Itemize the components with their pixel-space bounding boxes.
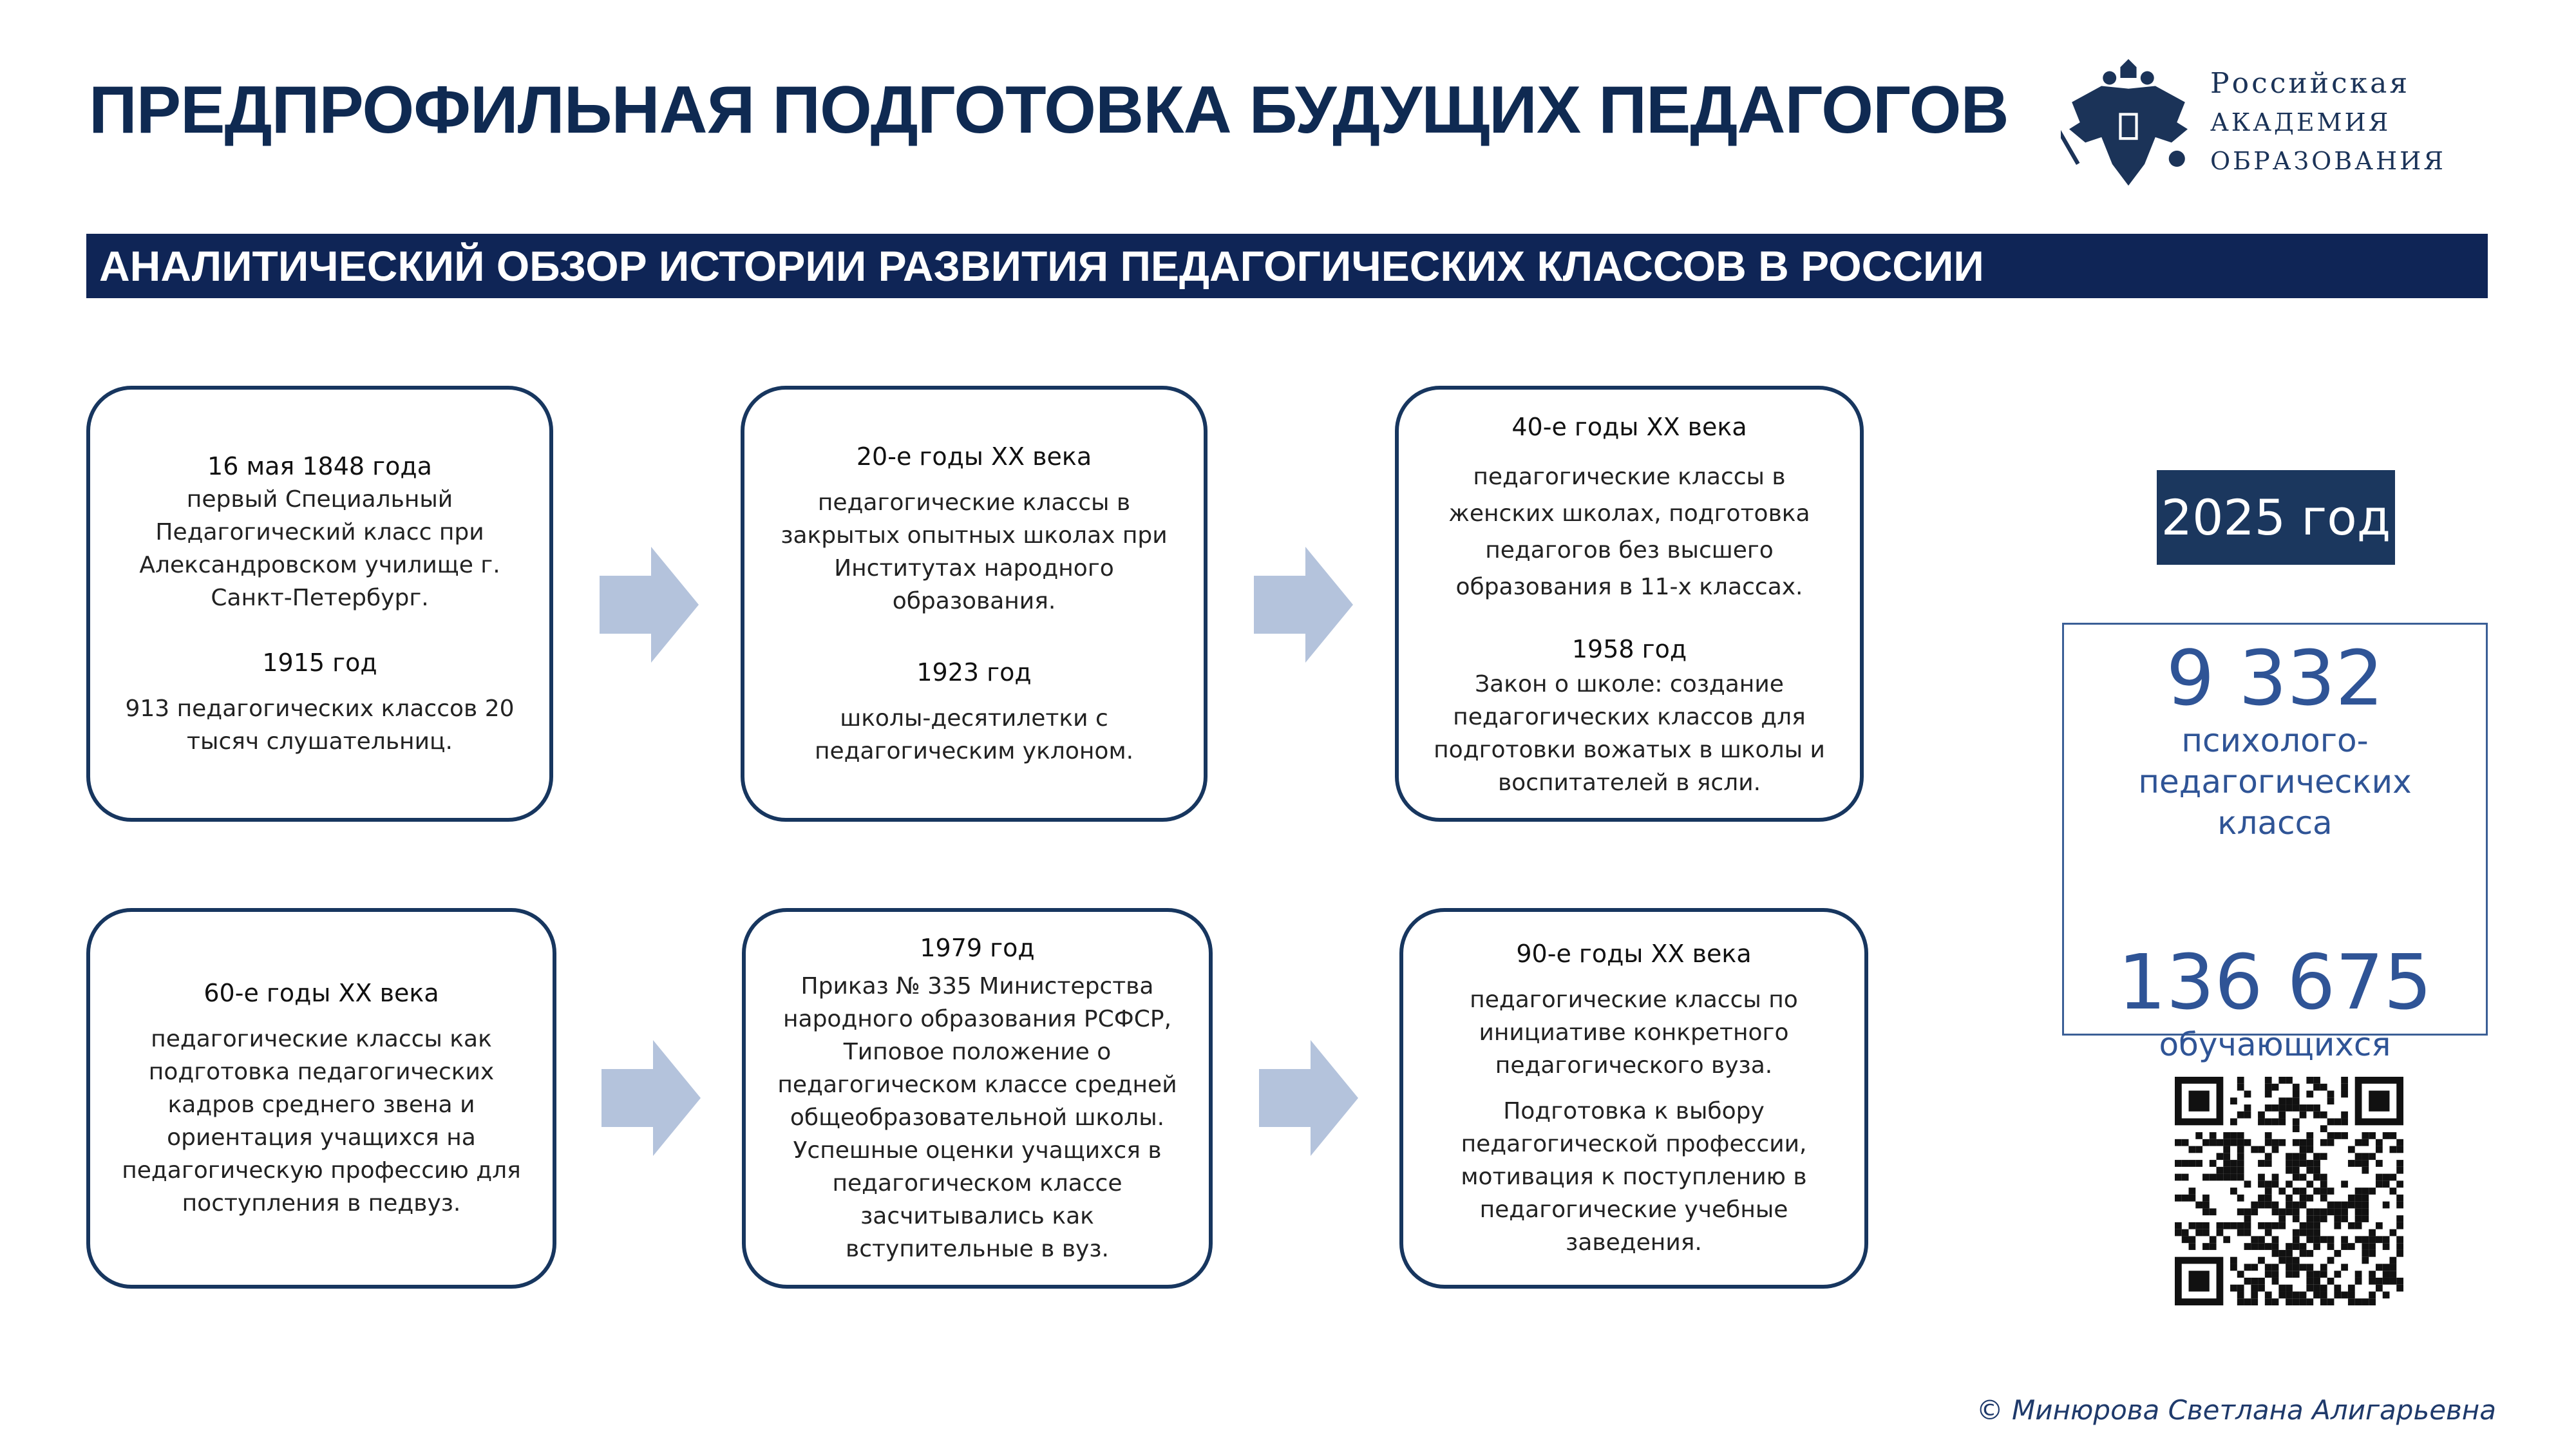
card-text: Приказ № 335 Министерства народного обра… (777, 972, 1177, 1262)
card-text: педагогические классы в женских школах, … (1448, 463, 1810, 600)
card-text: Подготовка к выбору педагогической профе… (1461, 1098, 1807, 1256)
page-title: ПРЕДПРОФИЛЬНАЯ ПОДГОТОВКА БУДУЩИХ ПЕДАГО… (89, 73, 2009, 147)
card-heading: 1979 год (920, 933, 1035, 962)
card-text: педагогические классы по инициативе конк… (1470, 987, 1798, 1079)
timeline-card: 16 мая 1848 года первый Специальный Педа… (86, 386, 553, 822)
card-text: школы-десятилетки с педагогическим уклон… (814, 705, 1134, 764)
qr-code[interactable] (2175, 1077, 2403, 1305)
card-text: первый Специальный Педагогический класс … (139, 486, 500, 611)
students-label: обучающихся (2159, 1026, 2391, 1063)
logo-text-line: образования (2210, 147, 2446, 175)
card-heading: 20-е годы XX века (856, 442, 1092, 471)
card-heading: 40-е годы XX века (1511, 412, 1747, 441)
timeline-card: 90-е годы XX века педагогические классы … (1399, 908, 1868, 1289)
card-heading: 1923 год (916, 658, 1032, 687)
card-heading: 1958 год (1571, 634, 1687, 663)
academy-logo: Российская академия образования (2061, 45, 2512, 200)
card-heading: 1915 год (262, 648, 377, 677)
arrow-right-icon (1254, 547, 1353, 663)
students-count: 136 675 (2117, 938, 2432, 1027)
timeline-card: 40-е годы XX века педагогические классы … (1395, 386, 1864, 822)
card-text: 913 педагогических классов 20 тысяч слуш… (125, 695, 515, 755)
card-text: Закон о школе: создание педагогических к… (1434, 670, 1825, 796)
classes-label: психолого-педагогических класса (2138, 722, 2412, 842)
stats-panel: 9 332 психолого-педагогических класса 13… (2062, 623, 2488, 1063)
card-text: педагогические классы в закрытых опытных… (781, 489, 1168, 614)
timeline-card: 60-е годы XX века педагогические классы … (86, 908, 556, 1289)
card-text: педагогические классы как подготовка пед… (122, 1026, 521, 1217)
classes-count: 9 332 (2166, 634, 2384, 723)
arrow-right-icon (601, 1040, 701, 1156)
section-banner: АНАЛИТИЧЕСКИЙ ОБЗОР ИСТОРИИ РАЗВИТИЯ ПЕД… (86, 234, 2488, 298)
card-heading: 16 мая 1848 года (207, 451, 432, 480)
timeline-card: 20-е годы XX века педагогические классы … (741, 386, 1208, 822)
copyright: © Минюрова Светлана Алигарьевна (1976, 1394, 2496, 1426)
card-heading: 90-е годы XX века (1516, 940, 1752, 968)
double-headed-eagle-icon (2061, 59, 2188, 186)
arrow-right-icon (600, 547, 699, 663)
timeline-card: 1979 год Приказ № 335 Министерства народ… (742, 908, 1213, 1289)
year-badge: 2025 год (2157, 470, 2395, 565)
card-heading: 60-е годы XX века (204, 979, 439, 1007)
logo-text-line: Российская (2210, 67, 2410, 100)
logo-text-line: академия (2210, 108, 2391, 137)
arrow-right-icon (1259, 1040, 1358, 1156)
